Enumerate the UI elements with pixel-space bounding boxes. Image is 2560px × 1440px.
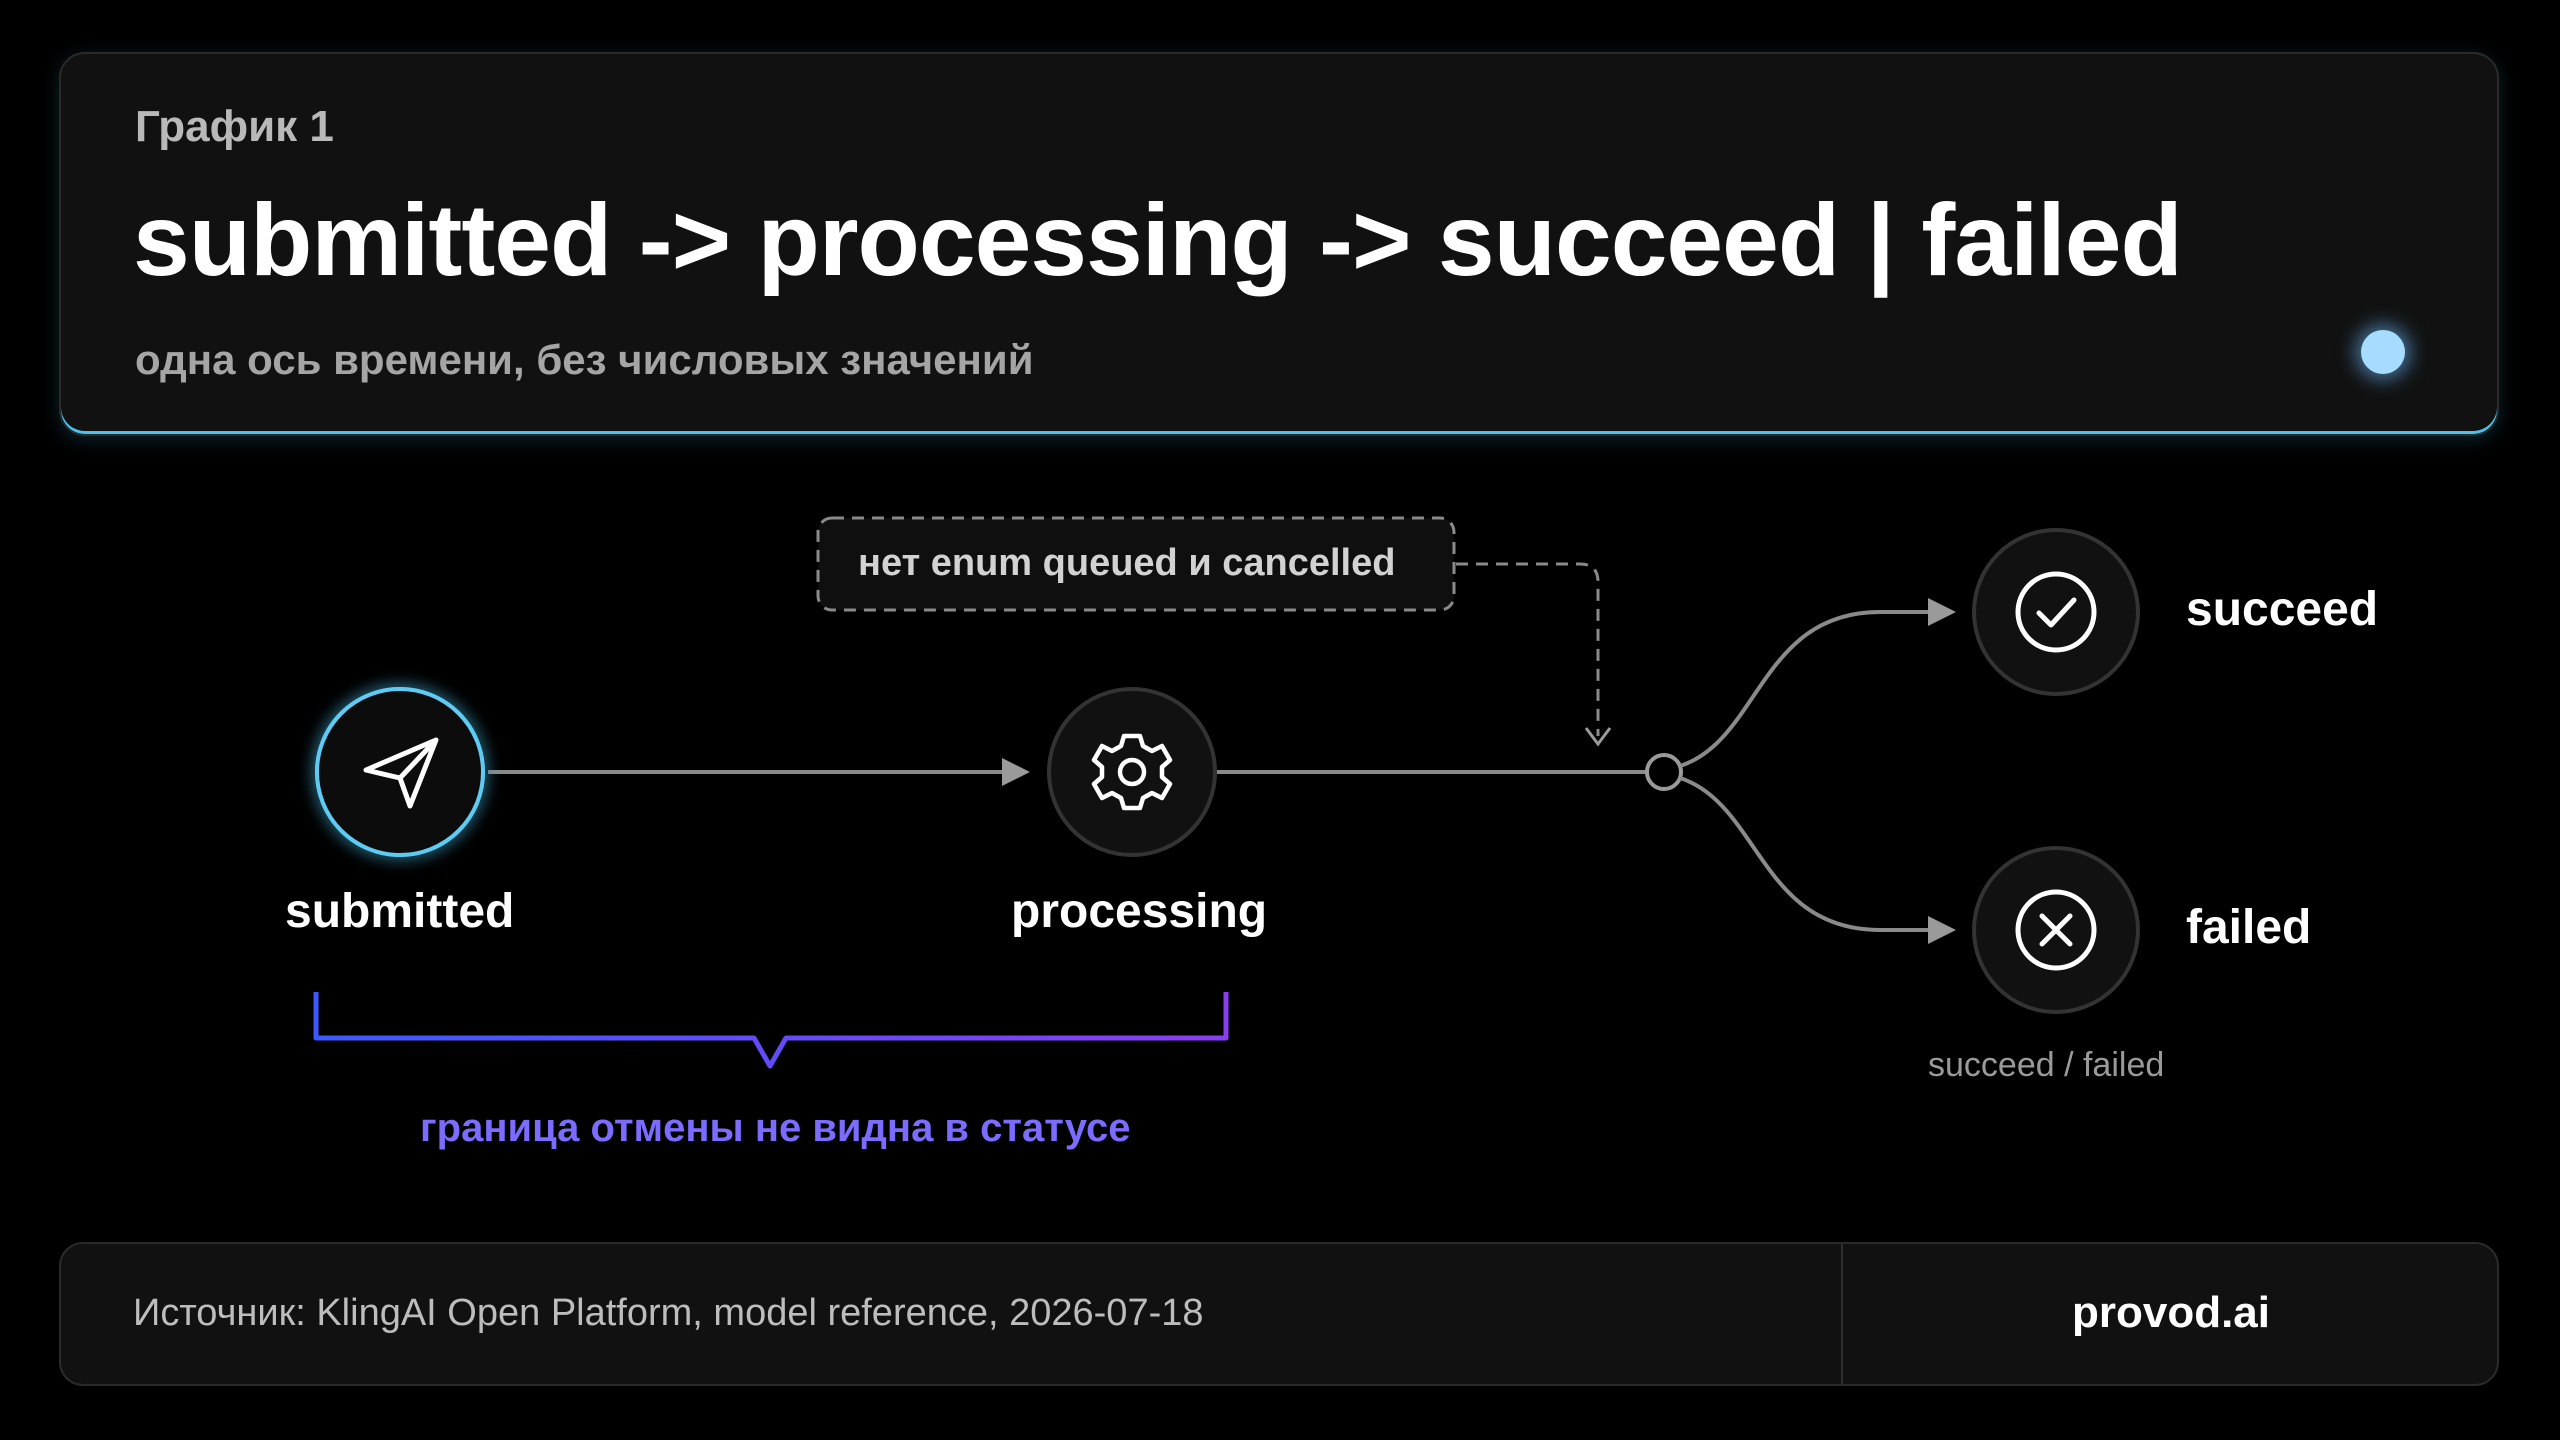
node-processing	[1047, 687, 1217, 857]
bracket-label: граница отмены не видна в статусе	[420, 1106, 1131, 1150]
paper-plane-icon	[363, 737, 439, 809]
junction-node	[1645, 753, 1683, 791]
chart-subtitle: одна ось времени, без числовых значений	[135, 336, 1034, 383]
outcome-note: succeed / failed	[1928, 1046, 2165, 1084]
cancel-boundary-bracket	[313, 992, 1229, 1069]
note-pointer	[1456, 562, 1600, 736]
connector-junction-succeed	[1679, 610, 1930, 768]
status-dot	[2361, 330, 2405, 374]
x-icon	[2015, 889, 2097, 971]
source-text: Источник: KlingAI Open Platform, model r…	[133, 1292, 1204, 1334]
chart-title: submitted -> processing -> succeed | fai…	[133, 183, 2183, 297]
arrowhead-failed	[1928, 916, 1956, 944]
note-box	[816, 516, 1456, 612]
note-text: нет enum queued и cancelled	[858, 542, 1396, 584]
label-processing: processing	[1011, 885, 1268, 938]
footer-card: Источник: KlingAI Open Platform, model r…	[59, 1242, 2499, 1386]
node-succeed	[1972, 528, 2140, 696]
node-failed	[1972, 846, 2140, 1014]
footer-divider	[1841, 1244, 1843, 1384]
header-card: График 1 submitted -> processing -> succ…	[59, 52, 2499, 436]
connector-junction-failed	[1679, 776, 1930, 932]
node-submitted	[315, 687, 485, 857]
arrowhead-processing	[1002, 758, 1030, 786]
label-submitted: submitted	[285, 885, 515, 938]
arrowhead-succeed	[1928, 598, 1956, 626]
gear-icon	[1091, 733, 1173, 811]
label-failed: failed	[2186, 901, 2312, 954]
note-pointer-arrowhead	[1584, 727, 1612, 747]
check-icon	[2015, 571, 2097, 653]
brand-label: provod.ai	[2071, 1288, 2271, 1337]
chart-kicker: График 1	[135, 102, 334, 151]
label-succeed: succeed	[2186, 583, 2379, 636]
